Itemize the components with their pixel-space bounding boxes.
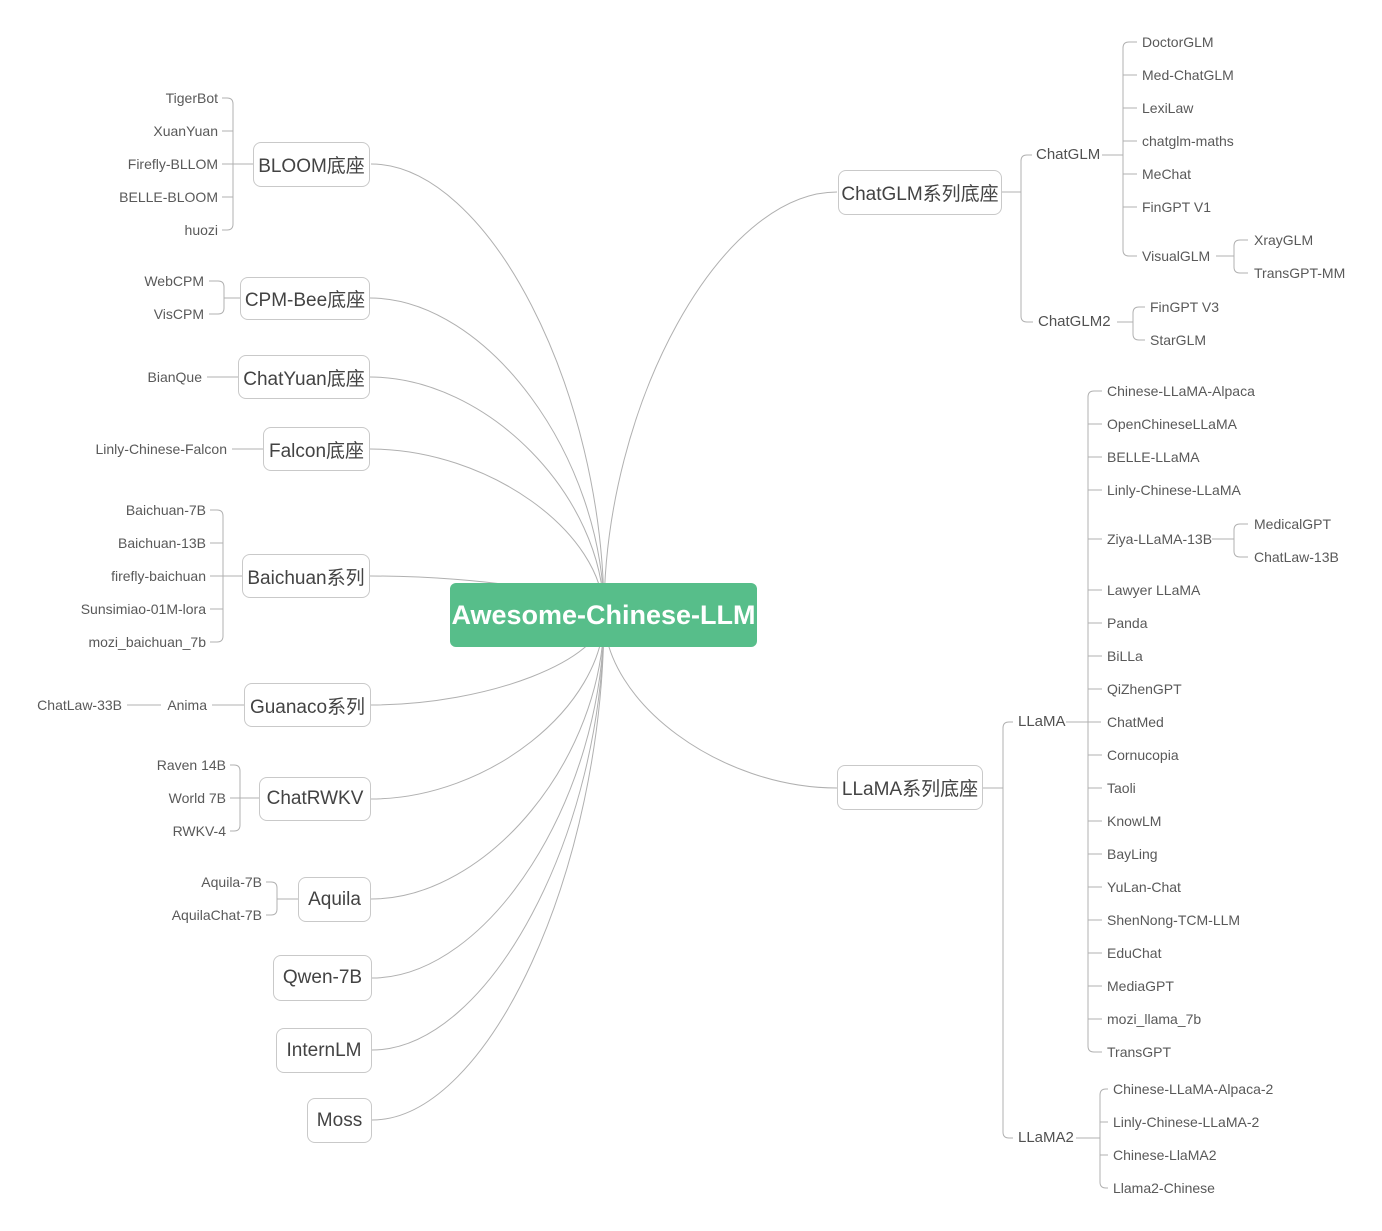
leaf-mediagpt[interactable]: MediaGPT [1107, 978, 1174, 994]
leaf-baichuan-7b[interactable]: Baichuan-7B [125, 502, 206, 518]
leaf-linly-chinese-llama[interactable]: Linly-Chinese-LLaMA [1107, 482, 1241, 498]
leaf-fingpt-v1[interactable]: FinGPT V1 [1142, 199, 1211, 215]
leaf-huozi[interactable]: huozi [184, 222, 218, 238]
branch-node-llama-series[interactable]: LLaMA系列底座 [837, 765, 983, 810]
leaf-lexilaw[interactable]: LexiLaw [1142, 100, 1194, 116]
branch-node-falcon[interactable]: Falcon底座 [263, 427, 370, 471]
branch-node-moss[interactable]: Moss [307, 1098, 372, 1143]
node-visualglm[interactable]: VisualGLM [1142, 248, 1211, 264]
node-chatglm2[interactable]: ChatGLM2 [1038, 313, 1111, 330]
leaf-firefly-baichuan[interactable]: firefly-baichuan [111, 568, 206, 584]
leaf-chinese-llama2[interactable]: Chinese-LlaMA2 [1113, 1147, 1217, 1163]
leaf-tigerbot[interactable]: TigerBot [165, 90, 218, 106]
center-branch-curves [369, 163, 838, 1121]
leaf-knowlm[interactable]: KnowLM [1107, 813, 1162, 829]
leaf-aquilachat-7b[interactable]: AquilaChat-7B [171, 907, 262, 923]
leaf-belle-llama[interactable]: BELLE-LLaMA [1107, 449, 1200, 465]
leaf-webcpm[interactable]: WebCPM [144, 273, 204, 289]
leaf-qizhengpt[interactable]: QiZhenGPT [1107, 681, 1182, 697]
leaf-transgpt[interactable]: TransGPT [1107, 1044, 1172, 1060]
leaf-med-chatglm[interactable]: Med-ChatGLM [1142, 67, 1234, 83]
leaf-anima[interactable]: Anima [167, 697, 207, 713]
branch-node-qwen[interactable]: Qwen-7B [273, 955, 372, 1001]
leaf-chinese-llama-alpaca-2[interactable]: Chinese-LLaMA-Alpaca-2 [1113, 1081, 1274, 1097]
leaf-linly-chinese-llama-2[interactable]: Linly-Chinese-LLaMA-2 [1113, 1114, 1260, 1130]
leaf-educhat[interactable]: EduChat [1107, 945, 1162, 961]
leaf-firefly-bllom[interactable]: Firefly-BLLOM [127, 156, 218, 172]
branch-node-internlm[interactable]: InternLM [276, 1028, 372, 1073]
leaf-cornucopia[interactable]: Cornucopia [1107, 747, 1179, 763]
leaf-xrayglm[interactable]: XrayGLM [1254, 232, 1314, 248]
node-llama2[interactable]: LLaMA2 [1018, 1129, 1074, 1146]
leaf-viscpm[interactable]: VisCPM [153, 306, 204, 322]
branch-node-aquila[interactable]: Aquila [298, 877, 371, 922]
leaf-sunsimiao[interactable]: Sunsimiao-01M-lora [80, 601, 206, 617]
leaf-mozi-baichuan[interactable]: mozi_baichuan_7b [88, 634, 206, 650]
leaf-belle-bloom[interactable]: BELLE-BLOOM [119, 189, 218, 205]
leaf-yulan-chat[interactable]: YuLan-Chat [1107, 879, 1181, 895]
leaf-doctorglm[interactable]: DoctorGLM [1142, 34, 1214, 50]
leaf-xuanyuan[interactable]: XuanYuan [153, 123, 218, 139]
leaf-linly-chinese-falcon[interactable]: Linly-Chinese-Falcon [95, 441, 227, 457]
leaf-billa[interactable]: BiLLa [1107, 648, 1143, 664]
leaf-chatlaw-33b[interactable]: ChatLaw-33B [37, 697, 122, 713]
leaf-openchinesellama[interactable]: OpenChineseLLaMA [1107, 416, 1237, 432]
leaf-starglm[interactable]: StarGLM [1150, 332, 1207, 348]
leaf-raven-14b[interactable]: Raven 14B [156, 757, 226, 773]
leaf-chinese-llama-alpaca[interactable]: Chinese-LLaMA-Alpaca [1107, 383, 1255, 399]
root-node[interactable]: Awesome-Chinese-LLM [450, 583, 757, 647]
bracket-connectors-left [127, 97, 298, 916]
leaf-lawyer-llama[interactable]: Lawyer LLaMA [1107, 582, 1201, 598]
branch-node-chatyuan[interactable]: ChatYuan底座 [238, 355, 370, 399]
branch-node-chatrwkv[interactable]: ChatRWKV [259, 777, 371, 821]
leaf-world-7b[interactable]: World 7B [168, 790, 226, 806]
branch-node-bloom[interactable]: BLOOM底座 [253, 142, 370, 187]
node-chatglm[interactable]: ChatGLM [1036, 146, 1101, 163]
leaf-bayling[interactable]: BayLing [1107, 846, 1158, 862]
node-ziya-llama-13b[interactable]: Ziya-LLaMA-13B [1107, 531, 1213, 547]
leaf-chatmed[interactable]: ChatMed [1107, 714, 1164, 730]
bracket-connectors-right [983, 41, 1248, 1189]
leaf-mozi-llama-7b[interactable]: mozi_llama_7b [1107, 1011, 1202, 1027]
leaf-rwkv-4[interactable]: RWKV-4 [172, 823, 226, 839]
node-llama[interactable]: LLaMA [1018, 713, 1066, 730]
leaf-chatlaw-13b[interactable]: ChatLaw-13B [1254, 549, 1339, 565]
branch-node-cpm-bee[interactable]: CPM-Bee底座 [240, 277, 370, 320]
leaf-medicalgpt[interactable]: MedicalGPT [1254, 516, 1332, 532]
leaf-chatglm-maths[interactable]: chatglm-maths [1142, 133, 1234, 149]
leaf-bianque[interactable]: BianQue [147, 369, 202, 385]
leaf-mechat[interactable]: MeChat [1142, 166, 1192, 182]
leaf-panda[interactable]: Panda [1107, 615, 1148, 631]
leaf-shennong-tcm-llm[interactable]: ShenNong-TCM-LLM [1107, 912, 1241, 928]
leaf-llama2-chinese[interactable]: Llama2-Chinese [1113, 1180, 1215, 1196]
leaf-transgpt-mm[interactable]: TransGPT-MM [1254, 265, 1346, 281]
branch-node-chatglm-series[interactable]: ChatGLM系列底座 [838, 170, 1002, 215]
leaf-taoli[interactable]: Taoli [1107, 780, 1136, 796]
branch-node-baichuan[interactable]: Baichuan系列 [242, 554, 370, 598]
leaf-aquila-7b[interactable]: Aquila-7B [201, 874, 262, 890]
leaf-baichuan-13b[interactable]: Baichuan-13B [118, 535, 206, 551]
branch-node-guanaco[interactable]: Guanaco系列 [244, 683, 371, 727]
leaf-fingpt-v3[interactable]: FinGPT V3 [1150, 299, 1219, 315]
